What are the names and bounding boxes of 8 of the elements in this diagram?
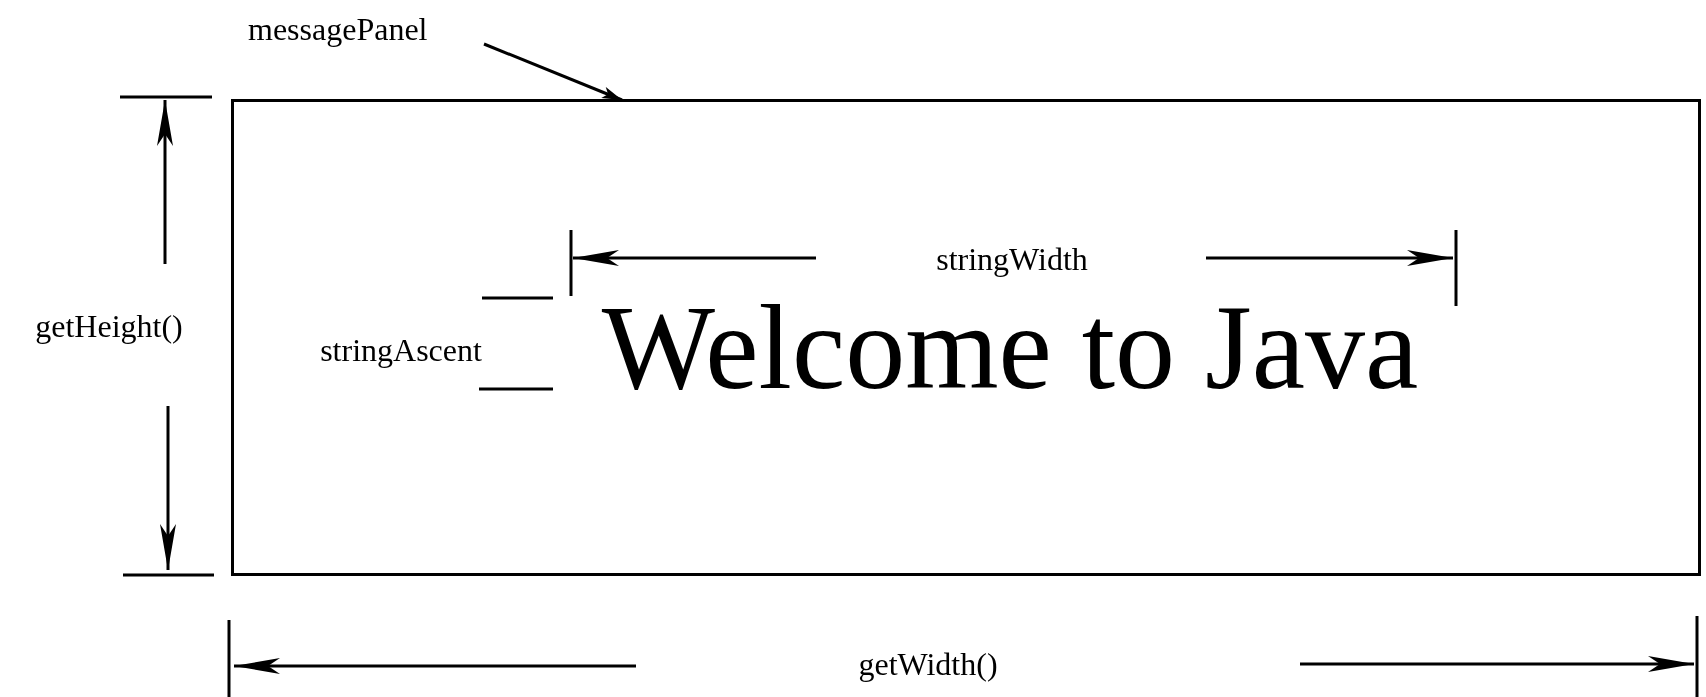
panel-name: messagePanel (248, 13, 428, 45)
leader-line (483, 42, 623, 102)
panel-outline (231, 99, 1701, 576)
sample-string: Welcome to Java (601, 288, 1419, 408)
dimension-label: stringWidth (936, 243, 1088, 275)
dimension-label: getHeight() (35, 310, 183, 342)
dimension-label: stringAscent (320, 334, 482, 366)
dimension-label: getWidth() (858, 648, 998, 680)
